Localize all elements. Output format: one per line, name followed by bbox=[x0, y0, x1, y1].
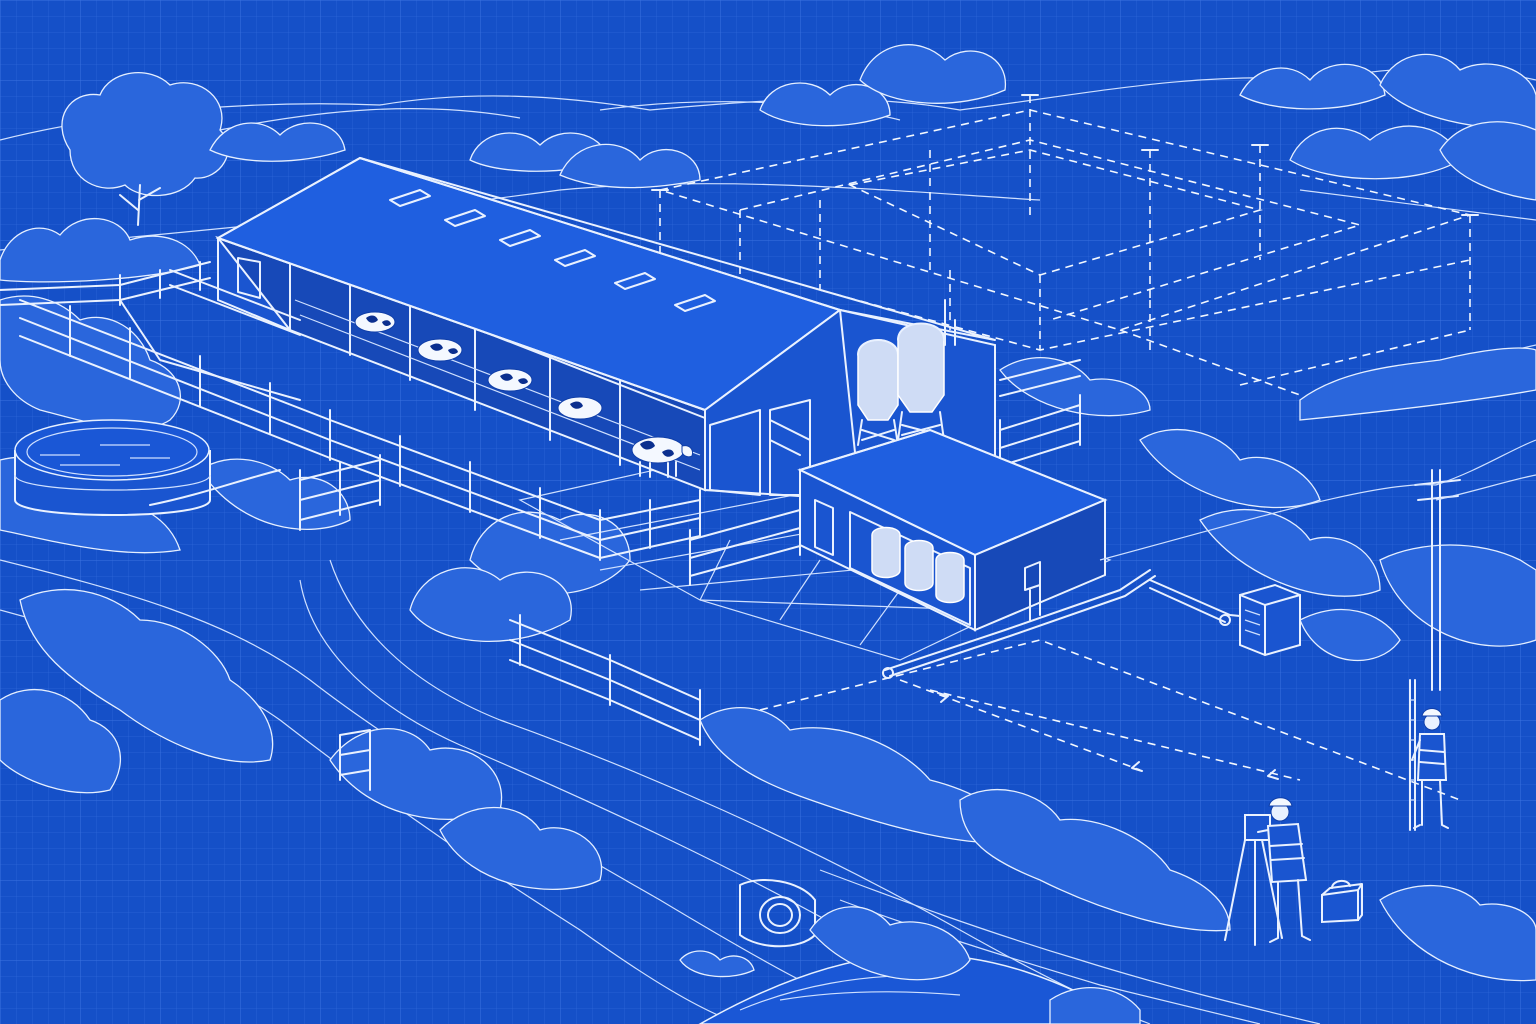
tank-icon bbox=[904, 539, 934, 592]
silo-icon bbox=[857, 339, 899, 446]
cow-icon bbox=[631, 436, 693, 478]
round-water-tank bbox=[14, 419, 281, 516]
utility-pole-icon bbox=[1099, 439, 1536, 691]
fences bbox=[0, 261, 1081, 791]
toolbox-icon bbox=[1321, 880, 1363, 924]
surveyor-tripod-person bbox=[1224, 797, 1311, 946]
survey-layout bbox=[651, 94, 1479, 801]
tank-icon bbox=[935, 551, 965, 604]
cow-icon bbox=[354, 311, 396, 333]
tank-icon bbox=[871, 526, 901, 579]
electrical-cabinet bbox=[1239, 583, 1301, 657]
milk-house bbox=[797, 428, 1108, 632]
tree-icon bbox=[61, 72, 229, 226]
tree-line-back bbox=[0, 44, 1536, 283]
surveyor-icon bbox=[1257, 797, 1311, 943]
hedgerows bbox=[0, 295, 1536, 981]
cows bbox=[354, 311, 693, 478]
cow-icon bbox=[417, 338, 463, 362]
silo-icon bbox=[897, 322, 945, 441]
cow-icon bbox=[487, 368, 533, 392]
surveyor-rod-person bbox=[1409, 679, 1449, 831]
surveyor-icon bbox=[1411, 708, 1449, 829]
front-foliage bbox=[0, 688, 1536, 1024]
roof-skylights bbox=[389, 189, 716, 312]
cow-icon bbox=[557, 396, 603, 420]
silos bbox=[769, 299, 956, 491]
